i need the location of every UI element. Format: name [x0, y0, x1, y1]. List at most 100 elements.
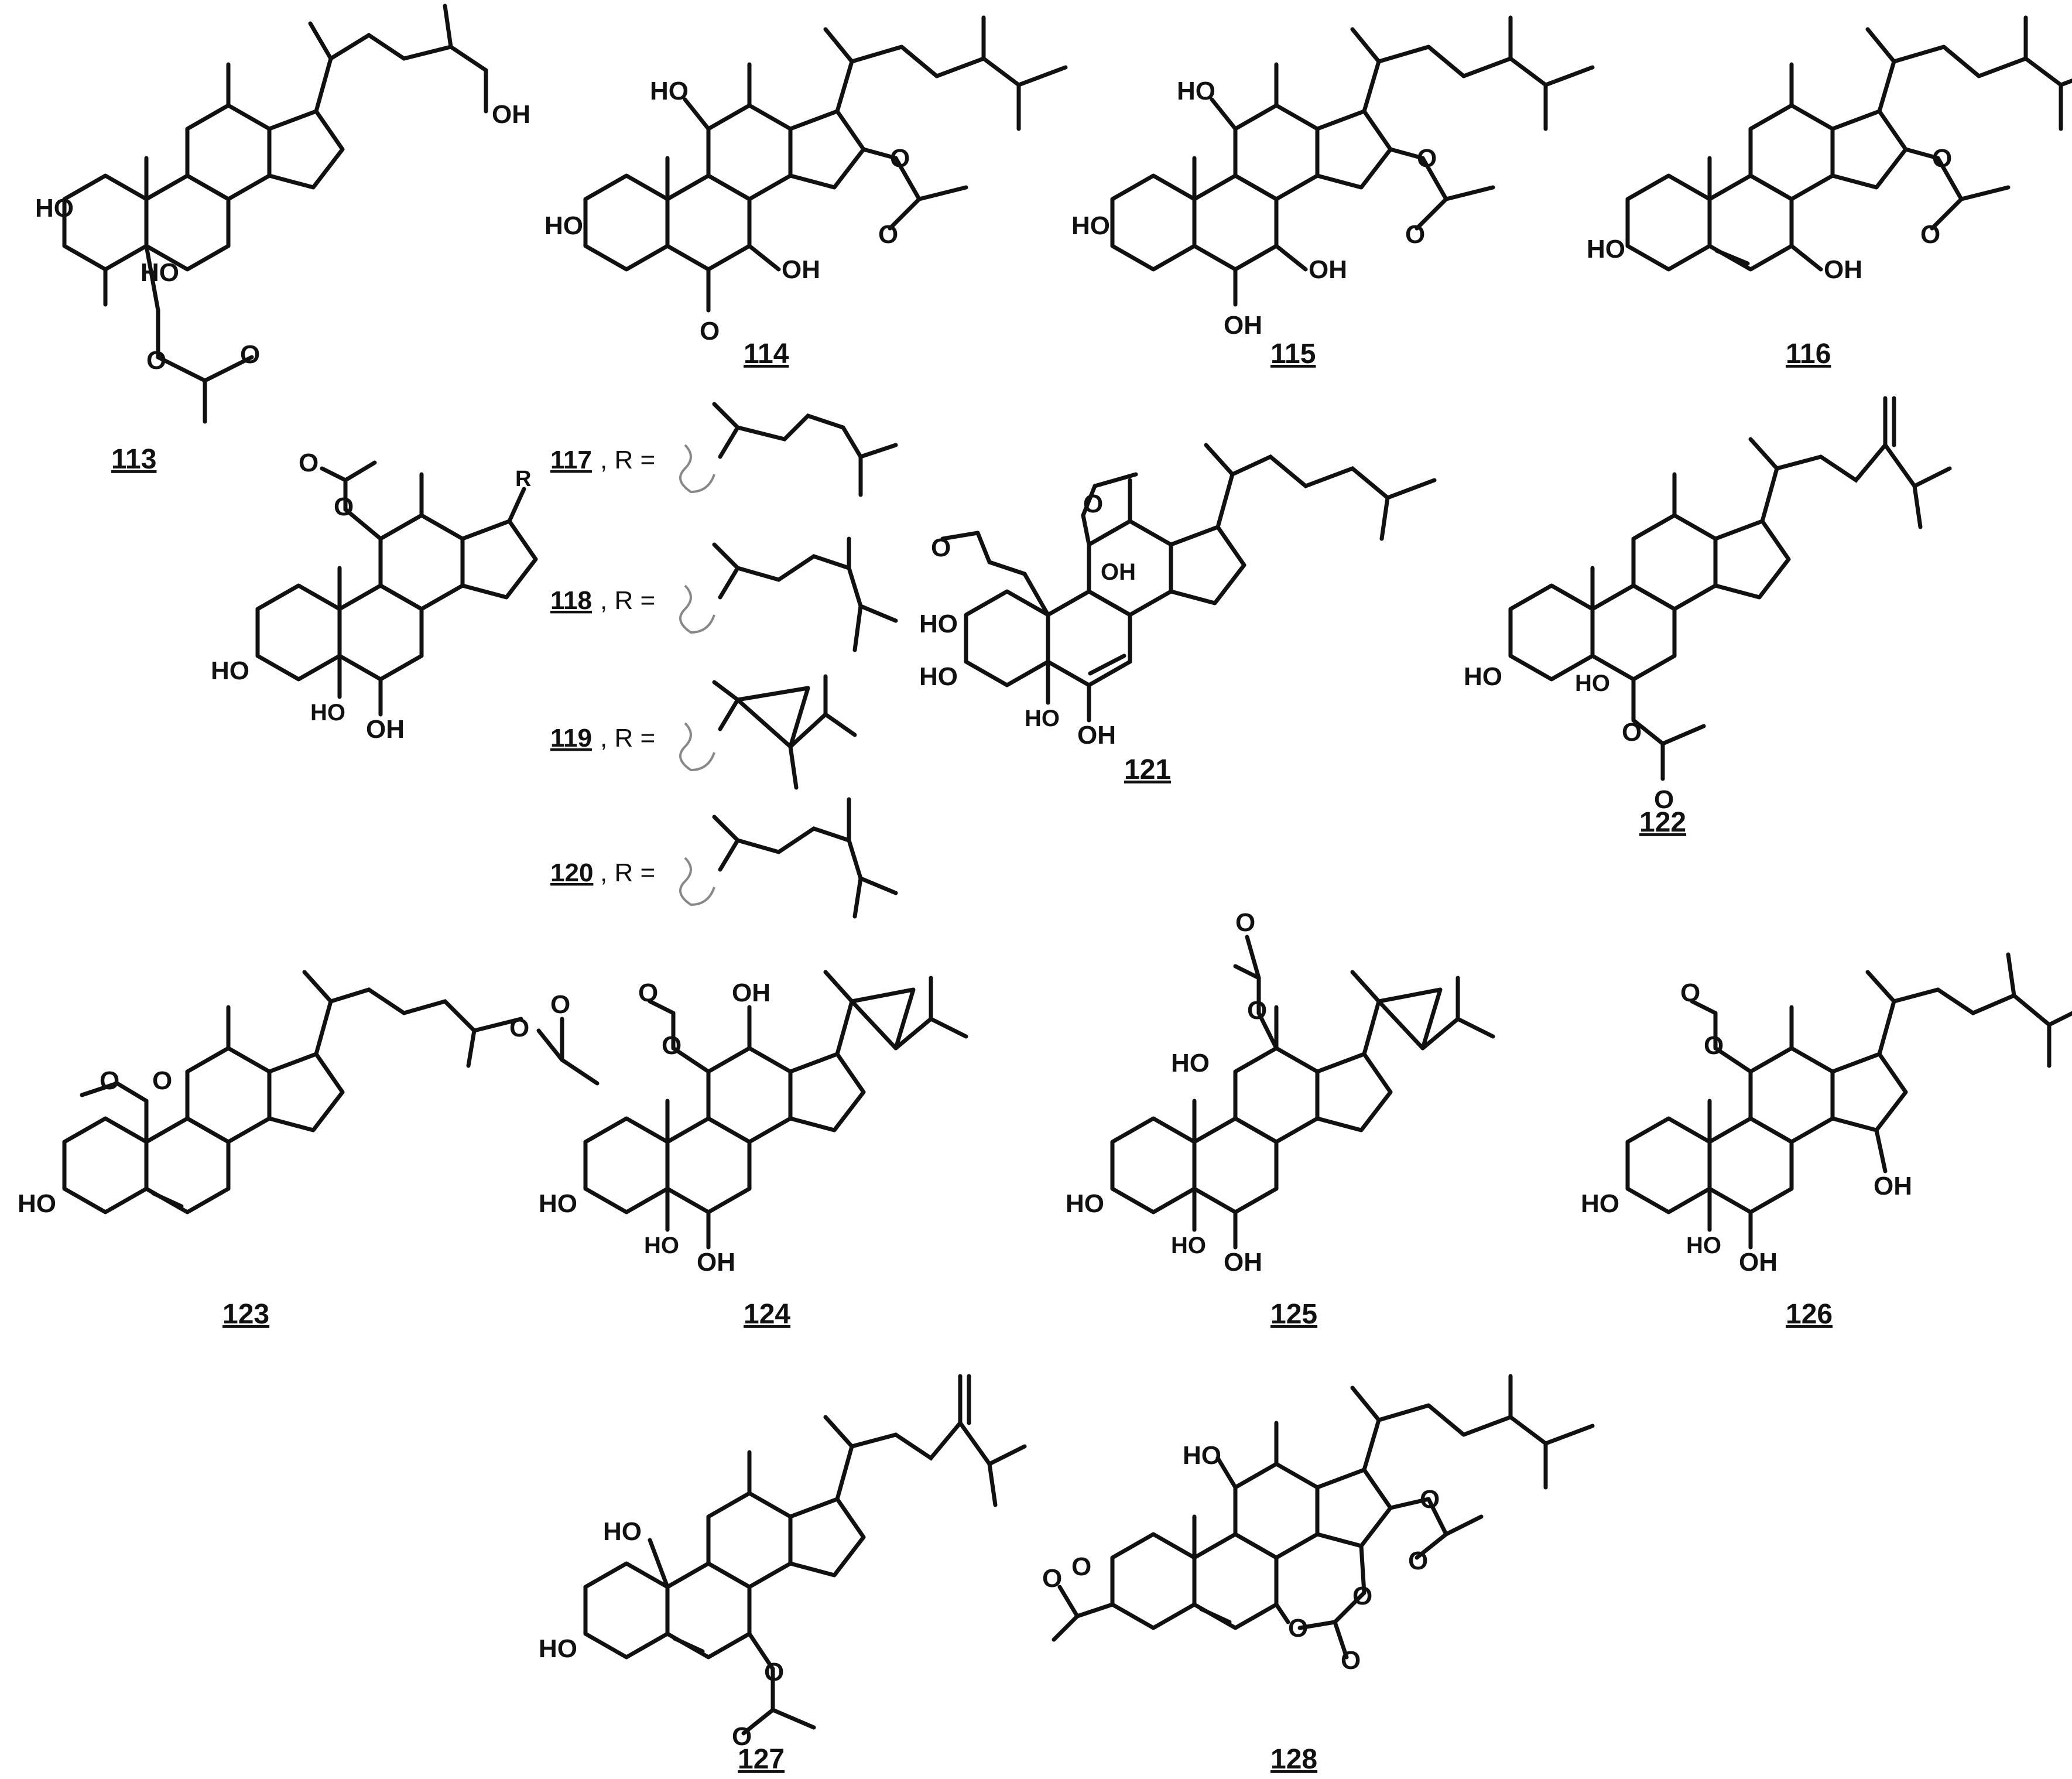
atom-label: HO	[603, 1517, 642, 1546]
atom-label: O	[240, 340, 260, 369]
atom-label: O	[878, 220, 898, 249]
atom-label: O	[1932, 144, 1952, 173]
compound-label: 128	[1270, 1744, 1317, 1775]
atom-label: OH	[492, 100, 530, 129]
atom-label: O	[334, 492, 354, 521]
compound-label: 114	[744, 338, 789, 370]
atom-label: O	[1341, 1646, 1361, 1675]
atom-label: HO	[18, 1189, 56, 1218]
compound-label: 115	[1270, 338, 1316, 370]
r-group-120: 120 , R =	[550, 797, 898, 919]
r-equals: , R =	[600, 446, 655, 474]
atom-label: OH	[1824, 255, 1862, 284]
atom-label: O	[1071, 1552, 1091, 1581]
atom-label: HO	[919, 610, 958, 638]
atom-label: O	[1920, 220, 1940, 249]
atom-label: O	[662, 1031, 681, 1060]
atom-label: OH	[1874, 1172, 1912, 1200]
atom-label: OH	[1224, 1248, 1262, 1277]
atom-label: O	[1654, 785, 1674, 814]
atom-label: OH	[1309, 255, 1347, 284]
atom-label: O	[146, 346, 166, 375]
atom-label: HO	[1575, 670, 1610, 696]
atom-label: O	[700, 317, 720, 345]
compound-126: HO HO OH OH O O 126	[1581, 952, 2072, 1330]
compound-label: 118	[550, 586, 592, 615]
atom-label: HO	[1171, 1233, 1206, 1258]
compound-125: HO HO OH HO O O 125	[1066, 908, 1495, 1330]
atom-label: O	[1680, 979, 1700, 1007]
atom-label: HO	[1686, 1233, 1721, 1258]
atom-label: HO	[539, 1189, 577, 1218]
r-equals: , R =	[600, 724, 655, 752]
atom-label: OH	[1077, 721, 1116, 750]
atom-label: O	[509, 1014, 529, 1042]
compound-label: 126	[1786, 1299, 1833, 1330]
atom-label: HO	[539, 1634, 577, 1663]
atom-label: O	[1704, 1031, 1724, 1060]
r-equals: , R =	[600, 858, 655, 887]
r-equals: , R =	[600, 586, 655, 615]
atom-label: O	[1247, 996, 1267, 1025]
atom-label: HO	[644, 1233, 679, 1258]
compound-121: HO HO HO OH OH O O 121	[919, 443, 1437, 785]
atom-label: O	[1352, 1582, 1372, 1610]
atom-label: OH	[366, 715, 405, 744]
compound-label: 125	[1270, 1299, 1317, 1330]
atom-label: O	[638, 979, 658, 1007]
compound-116: HO OH O O 116	[1587, 18, 2072, 370]
compound-label: 122	[1639, 807, 1686, 838]
r-group-label: R	[515, 467, 531, 491]
atom-label: OH	[1101, 559, 1136, 585]
atom-label: HO	[211, 656, 249, 685]
atom-label: O	[299, 449, 318, 477]
atom-label: O	[1042, 1564, 1062, 1593]
atom-label: O	[1420, 1485, 1440, 1514]
compound-label: 121	[1124, 754, 1171, 785]
atom-label: O	[1083, 490, 1103, 518]
atom-label: O	[1235, 908, 1255, 937]
atom-label: O	[152, 1066, 172, 1095]
compound-label: 123	[222, 1299, 269, 1330]
compound-label: 120	[550, 858, 593, 887]
atom-label: HO	[1464, 662, 1502, 691]
compound-label: 117	[550, 446, 592, 474]
atom-label: O	[1417, 144, 1437, 173]
compound-113: HO HO O OH O 113	[35, 4, 530, 475]
compound-label: 127	[738, 1744, 785, 1775]
compound-124: HO HO OH OH O O 124	[539, 970, 968, 1330]
compound-115: HO HO OH OH O O 115	[1071, 18, 1592, 370]
atom-label: O	[1288, 1614, 1308, 1643]
atom-label: HO	[650, 77, 689, 105]
atom-label: OH	[732, 979, 770, 1007]
r-group-117: 117 , R =	[550, 402, 898, 497]
atom-label: O	[931, 533, 951, 562]
atom-label: HO	[35, 194, 74, 223]
compound-128: O O HO O O O O O 128	[1042, 1376, 1592, 1775]
atom-label: HO	[1183, 1441, 1221, 1470]
atom-label: O	[732, 1722, 752, 1751]
atom-label: HO	[919, 662, 958, 691]
atom-label: HO	[1025, 706, 1060, 731]
atom-label: O	[890, 144, 910, 173]
compound-122: HO HO O O 122	[1464, 396, 1952, 838]
atom-label: O	[1408, 1547, 1428, 1575]
atom-label: HO	[1171, 1049, 1210, 1077]
compound-label: 116	[1786, 338, 1831, 370]
atom-label: OH	[1224, 311, 1262, 340]
atom-label: O	[764, 1658, 784, 1686]
compound-label: 119	[550, 724, 592, 752]
r-group-118: 118 , R =	[550, 536, 898, 652]
r-group-119: 119 , R =	[550, 674, 857, 790]
atom-label: HO	[1066, 1189, 1104, 1218]
atom-label: OH	[782, 255, 820, 284]
compound-label: 124	[744, 1299, 790, 1330]
compound-core-117-120: HO HO OH O O R	[211, 449, 536, 744]
atom-label: O	[100, 1066, 119, 1095]
compound-127: HO HO O O 127	[539, 1374, 1027, 1775]
atom-label: O	[1622, 718, 1642, 747]
atom-label: HO	[544, 211, 583, 240]
atom-label: HO	[1071, 211, 1110, 240]
atom-label: O	[1405, 220, 1425, 249]
